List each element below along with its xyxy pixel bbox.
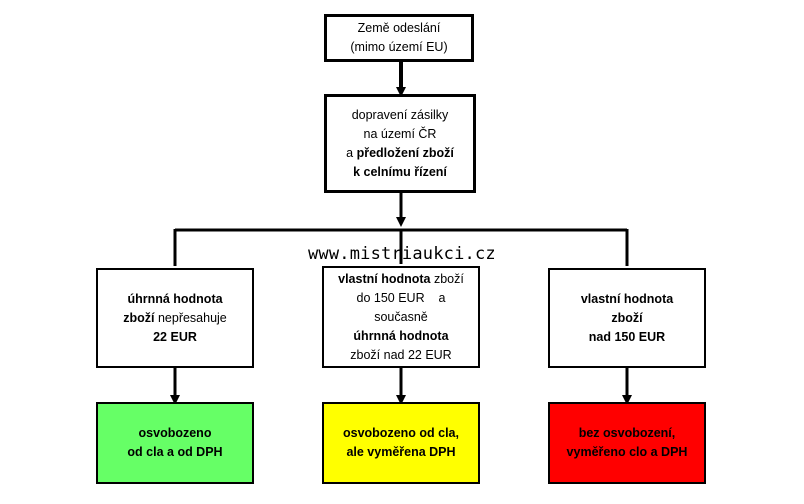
text-run-bold: vlastní hodnota xyxy=(338,271,431,286)
box-result-exempt: osvobozeno od cla a od DPH xyxy=(96,402,254,484)
text-run: zboží nad 22 EUR xyxy=(350,347,452,362)
box-text-line: zboží nad 22 EUR xyxy=(338,346,464,365)
text-run: Země odeslání xyxy=(357,21,441,35)
text-run-bold: nad 150 EUR xyxy=(588,329,666,344)
box-text-line: vlastní hodnota xyxy=(581,290,673,309)
watermark-text: www.mistriaukci.cz xyxy=(308,244,496,264)
text-run: nepřesahuje xyxy=(154,310,227,325)
box-text-line: úhrnná hodnota xyxy=(338,327,464,346)
text-run-bold: k celnímu řízení xyxy=(353,164,447,179)
box-text-line: dopravení zásilky xyxy=(346,106,454,125)
text-run-bold: vyměřeno clo a DPH xyxy=(566,445,688,459)
text-run-bold: zboží xyxy=(123,310,155,325)
text-run: současně xyxy=(374,309,428,324)
box-text-line: zboží nepřesahuje xyxy=(123,309,227,328)
box-text-line: nad 150 EUR xyxy=(581,328,673,347)
box-text: Země odeslání (mimo území EU) xyxy=(350,19,447,57)
box-transport: dopravení zásilky na území ČR a předložení… xyxy=(324,94,476,193)
box-text: osvobozeno od cla a od DPH xyxy=(127,424,222,462)
box-text-line: vyměřeno clo a DPH xyxy=(567,443,688,462)
text-run-bold: vlastní hodnota xyxy=(580,291,674,306)
box-text-line: do 150 EUR a xyxy=(338,289,464,308)
box-text-line: a předložení zboží xyxy=(346,144,454,163)
box-result-vat-only: osvobozeno od cla, ale vyměřena DPH xyxy=(322,402,480,484)
text-run: (mimo území EU) xyxy=(350,40,448,54)
box-text-line: Země odeslání xyxy=(350,19,447,38)
box-result-duty-and-vat: bez osvobození, vyměřeno clo a DPH xyxy=(548,402,706,484)
text-run-bold: bez osvobození, xyxy=(578,426,676,440)
text-run-bold: od cla a od DPH xyxy=(127,445,223,459)
box-text: osvobozeno od cla, ale vyměřena DPH xyxy=(343,424,459,462)
box-text-line: současně xyxy=(338,308,464,327)
box-text-line: od cla a od DPH xyxy=(127,443,222,462)
box-text-line: osvobozeno od cla, xyxy=(343,424,459,443)
box-text-line: (mimo území EU) xyxy=(350,38,447,57)
box-text: dopravení zásilky na území ČR a předložení… xyxy=(346,106,454,182)
box-text-line: vlastní hodnota zboží xyxy=(338,270,464,289)
text-run: a xyxy=(346,145,357,160)
text-run-bold: úhrnná hodnota xyxy=(127,291,223,306)
text-run-bold: úhrnná hodnota xyxy=(353,328,449,343)
box-text-line: k celnímu řízení xyxy=(346,163,454,182)
text-run-bold: předložení zboží xyxy=(356,145,454,160)
box-text-line: na území ČR xyxy=(346,125,454,144)
box-text: bez osvobození, vyměřeno clo a DPH xyxy=(567,424,688,462)
text-run: dopravení zásilky xyxy=(351,107,449,122)
text-run-bold: zboží xyxy=(611,310,643,325)
box-text: vlastní hodnota zboží nad 150 EUR xyxy=(581,290,673,347)
text-run: zboží xyxy=(430,271,464,286)
text-run-bold: 22 EUR xyxy=(153,329,197,344)
box-origin: Země odeslání (mimo území EU) xyxy=(324,14,474,62)
box-text-line: 22 EUR xyxy=(123,328,227,347)
box-text-line: zboží xyxy=(581,309,673,328)
text-run: do 150 EUR a xyxy=(356,290,446,305)
text-run-bold: osvobozeno xyxy=(138,426,212,440)
text-run-bold: osvobozeno od cla, xyxy=(343,426,459,440)
box-condition-high-value: vlastní hodnota zboží nad 150 EUR xyxy=(548,268,706,368)
text-run-bold: ale vyměřena DPH xyxy=(346,445,456,459)
box-text-line: osvobozeno xyxy=(127,424,222,443)
box-text-line: úhrnná hodnota xyxy=(123,290,227,309)
box-text-line: ale vyměřena DPH xyxy=(343,443,459,462)
text-run: na území ČR xyxy=(363,126,437,141)
box-text-line: bez osvobození, xyxy=(567,424,688,443)
